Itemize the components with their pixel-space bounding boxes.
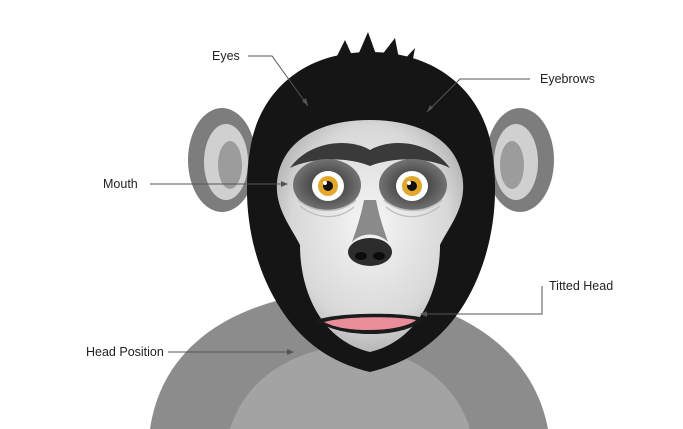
label-eyebrows: Eyebrows [540, 72, 595, 86]
head-tuft [330, 32, 415, 75]
label-eyes: Eyes [212, 49, 240, 63]
label-tilted-head: Titted Head [549, 279, 613, 293]
label-mouth: Mouth [103, 177, 138, 191]
right-ear [486, 108, 554, 212]
left-eye [312, 171, 344, 201]
label-head-position: Head Position [86, 345, 164, 359]
right-eye [396, 171, 428, 201]
nose [348, 238, 392, 266]
left-ear [188, 108, 256, 212]
